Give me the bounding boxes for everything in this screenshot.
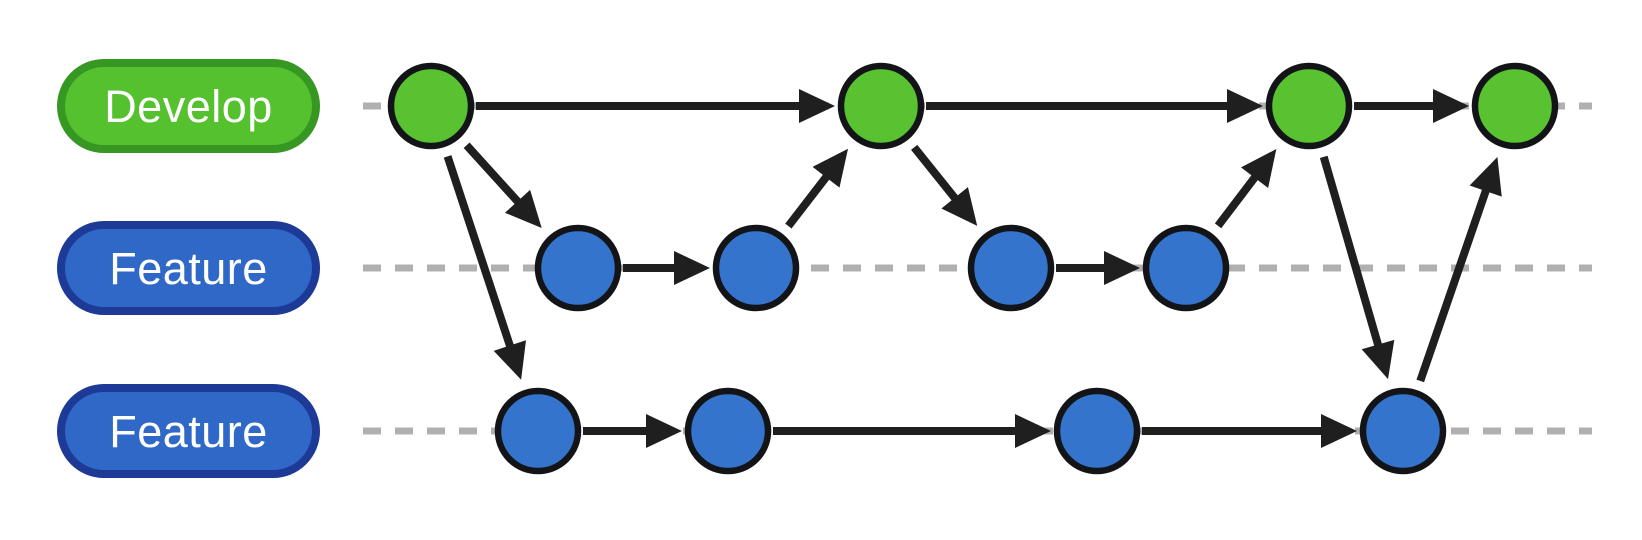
arrowhead-icon bbox=[493, 340, 527, 380]
arrowhead-icon bbox=[504, 189, 542, 229]
commit-node-f1a-feature1 bbox=[534, 224, 622, 312]
edge-branch-d3-f2d bbox=[1319, 155, 1384, 352]
arrowhead-icon bbox=[1361, 339, 1395, 380]
arrowhead-icon bbox=[1321, 414, 1357, 448]
arrowhead-icon bbox=[1104, 251, 1140, 285]
commit-node-d4-develop bbox=[1471, 62, 1559, 150]
commit-node-d3-develop bbox=[1265, 62, 1353, 150]
arrowhead-icon bbox=[1433, 89, 1469, 123]
arrowhead-icon bbox=[646, 414, 682, 448]
edge-merge-f1d-d3 bbox=[1214, 170, 1262, 229]
branch-label-feature-2-text: Feature bbox=[109, 405, 268, 457]
edge-merge-f2d-d4 bbox=[1416, 184, 1492, 383]
arrowhead-icon bbox=[1227, 89, 1263, 123]
commit-node-d1-develop bbox=[387, 62, 475, 150]
commit-node-d2-develop bbox=[837, 62, 925, 150]
arrowhead-icon bbox=[941, 187, 978, 226]
branch-label-feature-1-text: Feature bbox=[109, 242, 268, 294]
arrowhead-icon bbox=[1469, 157, 1502, 197]
commit-node-f1b-feature1 bbox=[712, 224, 800, 312]
branch-label-develop-text: Develop bbox=[104, 80, 273, 132]
branch-label-feature-2: Feature bbox=[57, 384, 320, 478]
arrowhead-icon bbox=[674, 251, 710, 285]
arrowhead-icon bbox=[1241, 149, 1277, 188]
commit-node-f1d-feature1 bbox=[1142, 224, 1230, 312]
edge-branch-d1-f1a bbox=[463, 142, 525, 209]
commit-node-f2a-feature2 bbox=[494, 387, 582, 475]
commit-node-f1c-feature1 bbox=[967, 224, 1055, 312]
branch-label-develop: Develop bbox=[57, 59, 320, 153]
commit-node-f2d-feature2 bbox=[1359, 387, 1447, 475]
branch-label-feature-1: Feature bbox=[57, 221, 320, 315]
edge-merge-f1b-d2 bbox=[785, 170, 833, 229]
arrowhead-icon bbox=[812, 148, 849, 188]
commit-node-f2c-feature2 bbox=[1053, 387, 1141, 475]
commit-node-f2b-feature2 bbox=[684, 387, 772, 475]
arrowhead-icon bbox=[799, 89, 835, 123]
edge-branch-d2-f1c bbox=[911, 144, 962, 205]
arrowhead-icon bbox=[1015, 414, 1051, 448]
edge-branch-d1-f2a bbox=[443, 155, 516, 353]
